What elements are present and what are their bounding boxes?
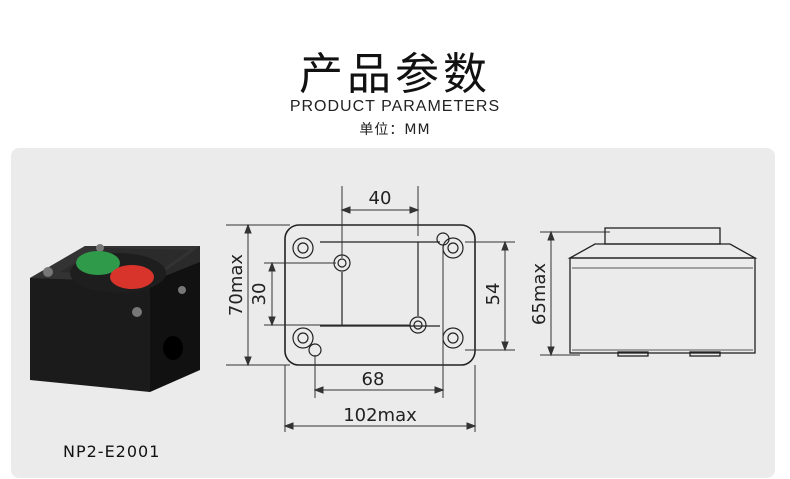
dim-102max: 102max [343,405,417,426]
side-view-drawing [567,227,758,357]
product-photo [30,244,200,392]
page-subtitle: PRODUCT PARAMETERS [289,98,501,115]
page-title: 产品参数 [299,49,491,100]
model-label: NP2-E2001 [63,442,160,461]
top-view-drawing [284,224,476,366]
dim-30: 30 [249,283,270,306]
dim-40: 40 [369,188,392,209]
parameter-panel: NP2-E2001 [11,148,775,478]
unit-label: 单位：MM [359,122,431,138]
dim-65max: 65max [529,263,550,325]
dim-70max: 70max [226,254,247,316]
dimension-labels: 40 70max 30 54 68 102max 65max [226,188,550,426]
dimension-drawing: NP2-E2001 [30,186,758,461]
dimension-lines [226,186,610,432]
dim-68: 68 [362,369,385,390]
dim-54: 54 [483,283,504,306]
